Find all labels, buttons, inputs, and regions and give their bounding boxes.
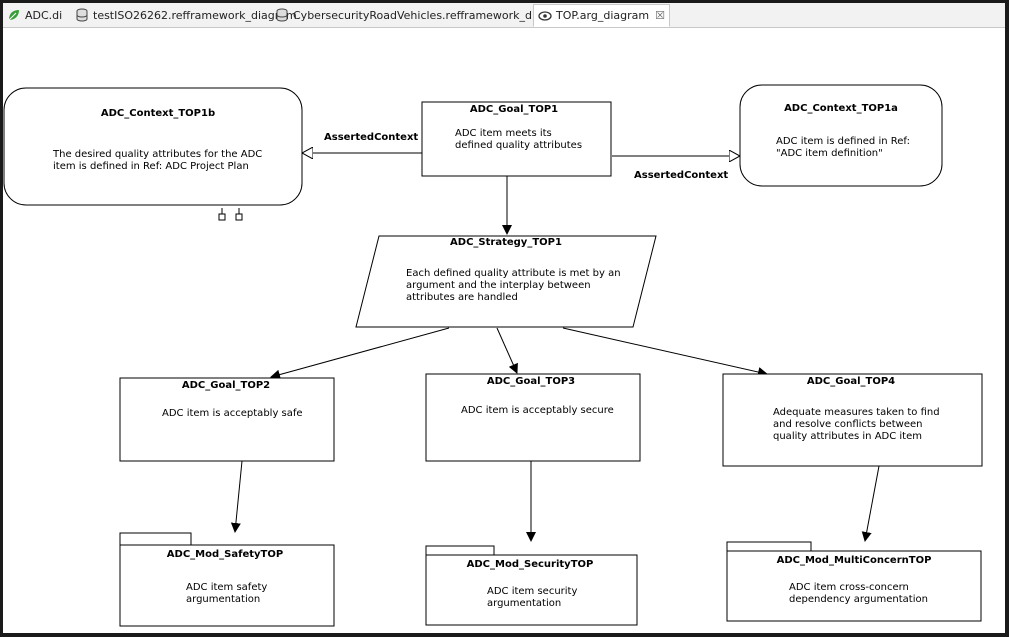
collapse-expand-handles-icon[interactable] xyxy=(218,208,243,221)
node-description-line: Each defined quality attribute is met by… xyxy=(406,268,621,279)
node-description-line: The desired quality attributes for the A… xyxy=(52,149,262,160)
context-node-top1b[interactable]: ADC_Context_TOP1b The desired quality at… xyxy=(3,87,303,221)
tab-cybersecurity[interactable]: CybersecurityRoadVehicles.refframework_d… xyxy=(275,3,571,27)
goal-node-top4[interactable]: ADC_Goal_TOP4 Adequate measures taken to… xyxy=(722,373,983,467)
database-icon xyxy=(76,8,88,22)
node-title: ADC_Strategy_TOP1 xyxy=(450,237,562,248)
node-title: ADC_Goal_TOP3 xyxy=(487,376,575,387)
node-description-line: dependency argumentation xyxy=(789,594,928,605)
edges: AssertedContext AssertedContext xyxy=(230,132,880,542)
module-node-multiconcern[interactable]: ADC_Mod_MultiConcernTOP ADC item cross-c… xyxy=(726,541,982,622)
module-node-safety[interactable]: ADC_Mod_SafetyTOP ADC item safety argume… xyxy=(119,532,335,627)
node-title: ADC_Mod_SafetyTOP xyxy=(167,549,283,560)
context-node-top1a[interactable]: ADC_Context_TOP1a ADC item is defined in… xyxy=(739,84,943,187)
argument-diagram: AssertedContext AssertedContext ADC_Cont… xyxy=(3,84,983,627)
node-description-line: argumentation xyxy=(487,598,561,609)
tab-top-arg-diagram[interactable]: TOP.arg_diagram ☒ xyxy=(533,4,670,27)
edge-strategy1-to-goal4[interactable] xyxy=(562,327,768,377)
node-title: ADC_Context_TOP1b xyxy=(101,108,215,119)
node-description-line: attributes are handled xyxy=(406,292,518,303)
node-description-line: argument and the interplay between xyxy=(406,280,591,291)
node-description-line: quality attributes in ADC item xyxy=(773,431,922,442)
tab-label: testISO26262.refframework_diagram xyxy=(93,8,297,22)
edge-strategy1-to-goal2[interactable] xyxy=(270,327,450,380)
tab-label: ADC.di xyxy=(25,8,63,22)
green-leaf-icon xyxy=(8,10,19,21)
node-description-line: argumentation xyxy=(186,594,260,605)
node-title: ADC_Context_TOP1a xyxy=(784,103,898,114)
node-description-line: Adequate measures taken to find xyxy=(773,407,940,418)
module-node-security[interactable]: ADC_Mod_SecurityTOP ADC item security ar… xyxy=(425,545,638,626)
edge-strategy1-to-goal3[interactable] xyxy=(496,327,518,374)
tab-label: CybersecurityRoadVehicles.refframework_d… xyxy=(293,8,571,22)
node-description-line: ADC item is acceptably secure xyxy=(461,405,614,416)
node-description-line: ADC item meets its xyxy=(455,128,552,139)
edge-goal4-to-mod-multiconcern[interactable] xyxy=(861,465,880,542)
tab-adc-di[interactable]: ADC.di xyxy=(7,3,62,27)
node-title: ADC_Goal_TOP1 xyxy=(470,104,558,115)
edge-label-asserted-context-left: AssertedContext xyxy=(324,132,418,143)
node-description-line: ADC item is defined in Ref: xyxy=(776,136,910,147)
editor-tab-bar: ADC.di testISO26262.refframework_diagram… xyxy=(3,3,1005,28)
close-tab-icon[interactable]: ☒ xyxy=(655,9,665,22)
tab-testiso26262[interactable]: testISO26262.refframework_diagram xyxy=(75,3,297,27)
node-description-line: "ADC item definition" xyxy=(776,148,883,159)
node-description-line: ADC item is acceptably safe xyxy=(162,408,303,419)
node-title: ADC_Mod_SecurityTOP xyxy=(467,559,594,570)
node-title: ADC_Goal_TOP4 xyxy=(807,376,895,387)
node-description-line: ADC item cross-concern xyxy=(789,582,909,593)
edge-goal2-to-mod-safety[interactable] xyxy=(230,460,243,533)
node-title: ADC_Goal_TOP2 xyxy=(182,380,270,391)
node-description-line: item is defined in Ref: ADC Project Plan xyxy=(53,161,249,172)
node-title: ADC_Mod_MultiConcernTOP xyxy=(777,555,932,566)
node-description-line: ADC item safety xyxy=(186,582,267,593)
node-description-line: and resolve conflicts between xyxy=(773,419,922,430)
edge-label-asserted-context-right: AssertedContext xyxy=(634,170,728,181)
node-description-line: ADC item security xyxy=(487,586,577,597)
goal-node-top2[interactable]: ADC_Goal_TOP2 ADC item is acceptably saf… xyxy=(119,377,335,462)
tab-label: TOP.arg_diagram xyxy=(556,9,650,22)
editor-window: ADC.di testISO26262.refframework_diagram… xyxy=(3,3,1005,633)
node-description-line: defined quality attributes xyxy=(455,140,582,151)
strategy-node-top1[interactable]: ADC_Strategy_TOP1 Each defined quality a… xyxy=(355,235,657,328)
argument-diagram-icon xyxy=(538,10,552,21)
diagram-canvas[interactable]: AssertedContext AssertedContext ADC_Cont… xyxy=(3,28,1005,633)
goal-node-top3[interactable]: ADC_Goal_TOP3 ADC item is acceptably sec… xyxy=(425,373,641,462)
database-icon xyxy=(276,8,288,22)
goal-node-top1[interactable]: ADC_Goal_TOP1 ADC item meets its defined… xyxy=(421,101,612,177)
